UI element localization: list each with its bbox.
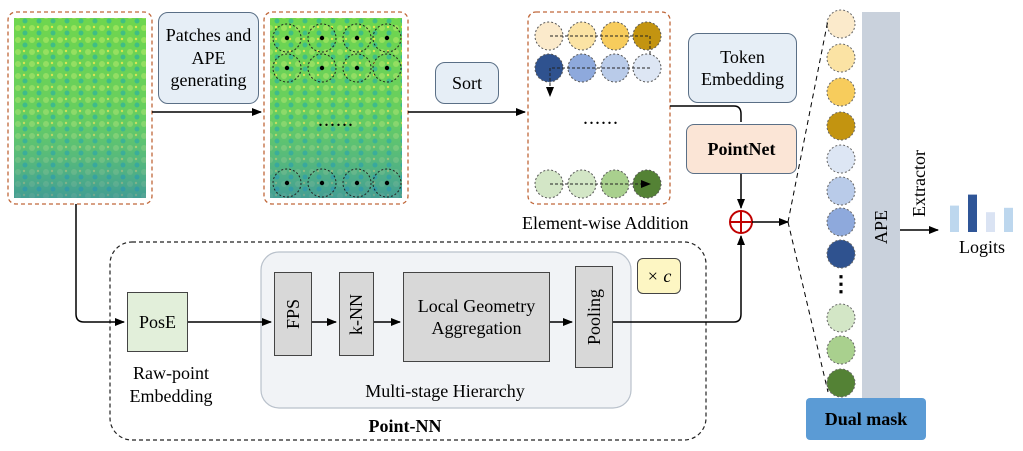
logit-bar — [968, 194, 977, 232]
column-token — [826, 144, 856, 174]
patch-circle — [372, 23, 402, 53]
patch-circle — [307, 23, 337, 53]
column-token — [826, 239, 856, 269]
logits-bars — [950, 194, 1013, 232]
column-token — [826, 303, 856, 333]
pointnet-box: PointNet — [686, 124, 797, 174]
sort-path-arrow — [550, 35, 651, 56]
multi-stage-label: Multi-stage Hierarchy — [365, 381, 525, 401]
dots-patches: ...... — [318, 109, 354, 131]
local-geometry-box: Local Geometry Aggregation — [403, 272, 550, 362]
patch-circle — [307, 53, 337, 83]
column-token — [826, 176, 856, 206]
column-token — [826, 43, 856, 73]
sorted-token — [534, 21, 564, 51]
patch-circle — [342, 53, 372, 83]
sort-box: Sort — [435, 62, 499, 104]
patch-circle — [272, 53, 302, 83]
token-embedding-box: Token Embedding — [688, 33, 797, 103]
patch-circle — [272, 23, 302, 53]
fps-box: FPS — [274, 272, 312, 356]
sorted-token — [534, 169, 564, 199]
column-token — [826, 9, 856, 39]
patch-circle — [342, 168, 372, 198]
patched-point-cloud — [263, 11, 409, 205]
ape-column — [862, 12, 900, 398]
knn-box: k-NN — [339, 272, 374, 356]
extractor-label: Extractor — [904, 150, 934, 222]
column-bracket-top — [787, 19, 829, 223]
sorted-token-circles — [534, 21, 662, 199]
ape-label: APE — [862, 210, 900, 250]
point-nn-label: Point-NN — [368, 416, 442, 436]
pooling-label: Pooling — [583, 288, 604, 345]
fps-label: FPS — [282, 298, 303, 330]
patch-circle — [372, 53, 402, 83]
knn-label: k-NN — [346, 293, 367, 335]
sorted-tokens-panel — [527, 11, 671, 205]
extractor-text: Extractor — [908, 150, 929, 217]
token-column — [826, 9, 856, 398]
logit-bar — [986, 212, 995, 232]
raw-point-cloud — [7, 11, 153, 205]
dots-tokens: ...... — [583, 107, 619, 129]
dual-mask-box: Dual mask — [806, 398, 926, 440]
column-token — [826, 368, 856, 398]
patch-circles — [272, 23, 402, 198]
patches-ape-box: Patches and APE generating — [158, 12, 259, 104]
column-token — [826, 77, 856, 107]
ape-text: APE — [870, 210, 891, 245]
raw-point-label: Raw-point Embedding — [129, 363, 213, 406]
logit-bar — [1004, 207, 1013, 232]
patch-circle — [342, 23, 372, 53]
column-token — [826, 207, 856, 237]
element-wise-label: Element-wise Addition — [522, 213, 689, 233]
column-bracket-bottom — [787, 221, 829, 393]
pose-box: PosE — [127, 292, 188, 352]
logits-label: Logits — [958, 237, 1005, 257]
column-token — [826, 111, 856, 141]
times-c-badge: × c — [637, 258, 681, 294]
patch-circle — [307, 168, 337, 198]
element-wise-add-icon — [729, 210, 753, 234]
column-token — [826, 335, 856, 365]
pooling-box: Pooling — [575, 266, 613, 368]
point-nn-frame — [109, 241, 707, 441]
patch-circle — [272, 168, 302, 198]
column-vdots: ⋮ — [830, 271, 852, 296]
patch-circle — [372, 168, 402, 198]
sort-path-arrow — [546, 67, 650, 97]
connectors — [75, 105, 939, 326]
logit-bar — [950, 205, 959, 232]
